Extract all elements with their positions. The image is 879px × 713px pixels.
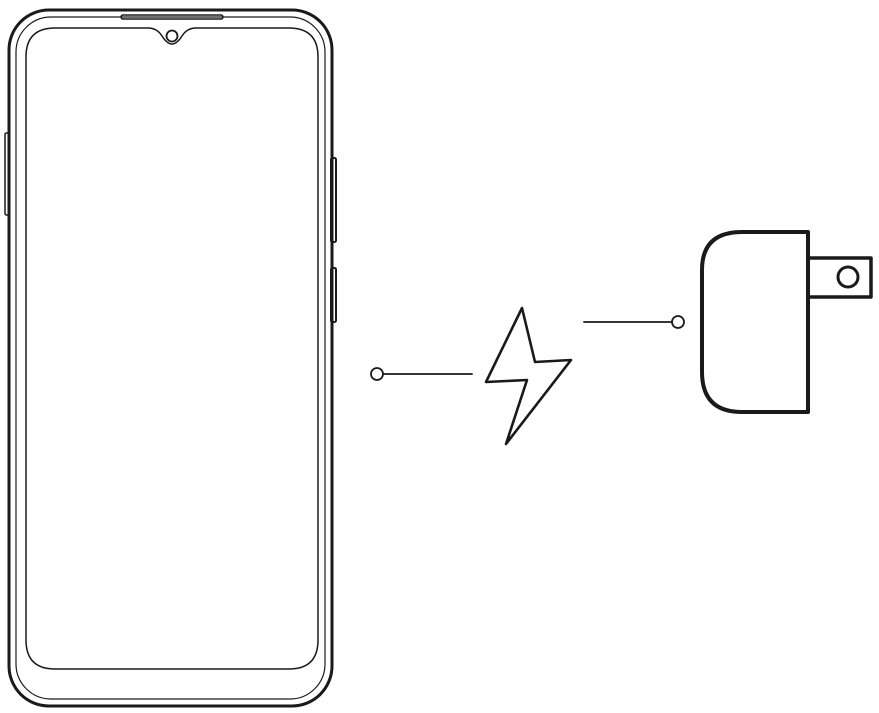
wall-power-adapter-icon: [700, 230, 873, 414]
smartphone-icon: [4, 8, 337, 708]
phone-connector: [370, 367, 473, 381]
adapter-connector: [583, 315, 685, 329]
phone-body-inner: [15, 16, 326, 700]
adapter-body: [700, 230, 810, 414]
lightning-bolt-icon: [484, 306, 573, 446]
phone-body-outer: [7, 8, 334, 708]
front-camera-icon: [165, 29, 179, 43]
adapter-prong: [807, 256, 873, 299]
earpiece-speaker: [120, 14, 224, 20]
prong-hole: [836, 265, 860, 289]
phone-screen: [25, 27, 319, 670]
connector-dot-right: [671, 315, 685, 329]
connector-dot-left: [370, 367, 384, 381]
